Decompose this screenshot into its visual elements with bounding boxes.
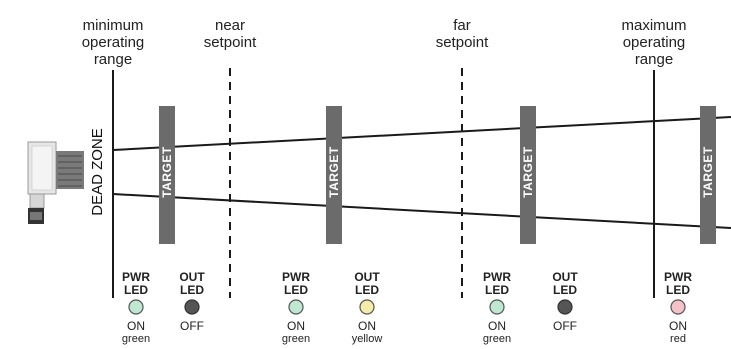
led-indicator-1: [128, 299, 144, 315]
led-group-2-label-2: LED: [180, 283, 204, 297]
minimum-range-line-3: range: [94, 51, 132, 68]
maximum-range-line-2: operating: [623, 34, 686, 51]
far-setpoint-line-1: far: [453, 17, 471, 34]
led-indicator-5: [489, 299, 505, 315]
led-group-7-state: ON: [669, 319, 687, 333]
led-group-4: OUT LED ON yellow: [352, 270, 383, 345]
led-indicator-7: [670, 299, 686, 315]
target-4: TARGET: [700, 106, 716, 244]
target-3: TARGET: [520, 106, 536, 244]
target-3-label: TARGET: [521, 146, 535, 198]
led-group-5-state: ON: [488, 319, 506, 333]
far-setpoint-header: far setpoint: [436, 17, 489, 51]
led-group-4-label-2: LED: [355, 283, 379, 297]
led-group-3-label-2: LED: [284, 283, 308, 297]
maximum-range-line-3: range: [635, 51, 673, 68]
led-group-3-color: green: [282, 333, 310, 345]
led-group-5: PWR LED ON green: [483, 270, 511, 345]
led-group-2-label-1: OUT: [179, 270, 205, 284]
led-group-1-state: ON: [127, 319, 145, 333]
led-group-5-label-2: LED: [485, 283, 509, 297]
beam-lower-edge: [112, 193, 731, 229]
dead-zone-label: DEAD ZONE: [89, 128, 106, 216]
far-setpoint-line-2: setpoint: [436, 34, 489, 51]
led-group-7-label-1: PWR: [664, 270, 692, 284]
near-setpoint-line-1: near: [215, 17, 245, 34]
sensor-device: [27, 141, 84, 224]
led-group-2-state: OFF: [180, 319, 204, 333]
led-group-3-state: ON: [287, 319, 305, 333]
target-1: TARGET: [159, 106, 175, 244]
maximum-range-header: maximum operating range: [621, 17, 686, 68]
led-group-2: OUT LED OFF: [179, 270, 205, 333]
beam-upper-edge: [112, 116, 731, 151]
led-group-5-color: green: [483, 333, 511, 345]
minimum-range-header: minimum operating range: [82, 17, 145, 68]
led-group-6: OUT LED OFF: [552, 270, 578, 333]
led-group-4-state: ON: [358, 319, 376, 333]
target-2-label: TARGET: [327, 146, 341, 198]
minimum-range-line-1: minimum: [83, 17, 144, 34]
led-group-1: PWR LED ON green: [122, 270, 150, 345]
near-setpoint-header: near setpoint: [204, 17, 257, 51]
led-group-6-label-1: OUT: [552, 270, 578, 284]
led-group-3-label-1: PWR: [282, 270, 310, 284]
led-group-7-color: red: [670, 333, 686, 345]
led-indicator-3: [288, 299, 304, 315]
led-group-6-label-2: LED: [553, 283, 577, 297]
led-group-3: PWR LED ON green: [282, 270, 310, 345]
led-group-7-label-2: LED: [666, 283, 690, 297]
led-group-1-label-2: LED: [124, 283, 148, 297]
led-indicator-6: [557, 299, 573, 315]
target-1-label: TARGET: [160, 146, 174, 198]
minimum-range-line-2: operating: [82, 34, 145, 51]
led-indicator-4: [359, 299, 375, 315]
led-group-7: PWR LED ON red: [664, 270, 692, 345]
target-4-label: TARGET: [701, 146, 715, 198]
led-group-1-color: green: [122, 333, 150, 345]
target-2: TARGET: [326, 106, 342, 244]
led-group-4-label-1: OUT: [354, 270, 380, 284]
led-indicator-2: [184, 299, 200, 315]
led-group-6-state: OFF: [553, 319, 577, 333]
maximum-range-line-1: maximum: [621, 17, 686, 34]
near-setpoint-line-2: setpoint: [204, 34, 257, 51]
led-group-5-label-1: PWR: [483, 270, 511, 284]
led-group-1-label-1: PWR: [122, 270, 150, 284]
led-group-4-color: yellow: [352, 333, 383, 345]
